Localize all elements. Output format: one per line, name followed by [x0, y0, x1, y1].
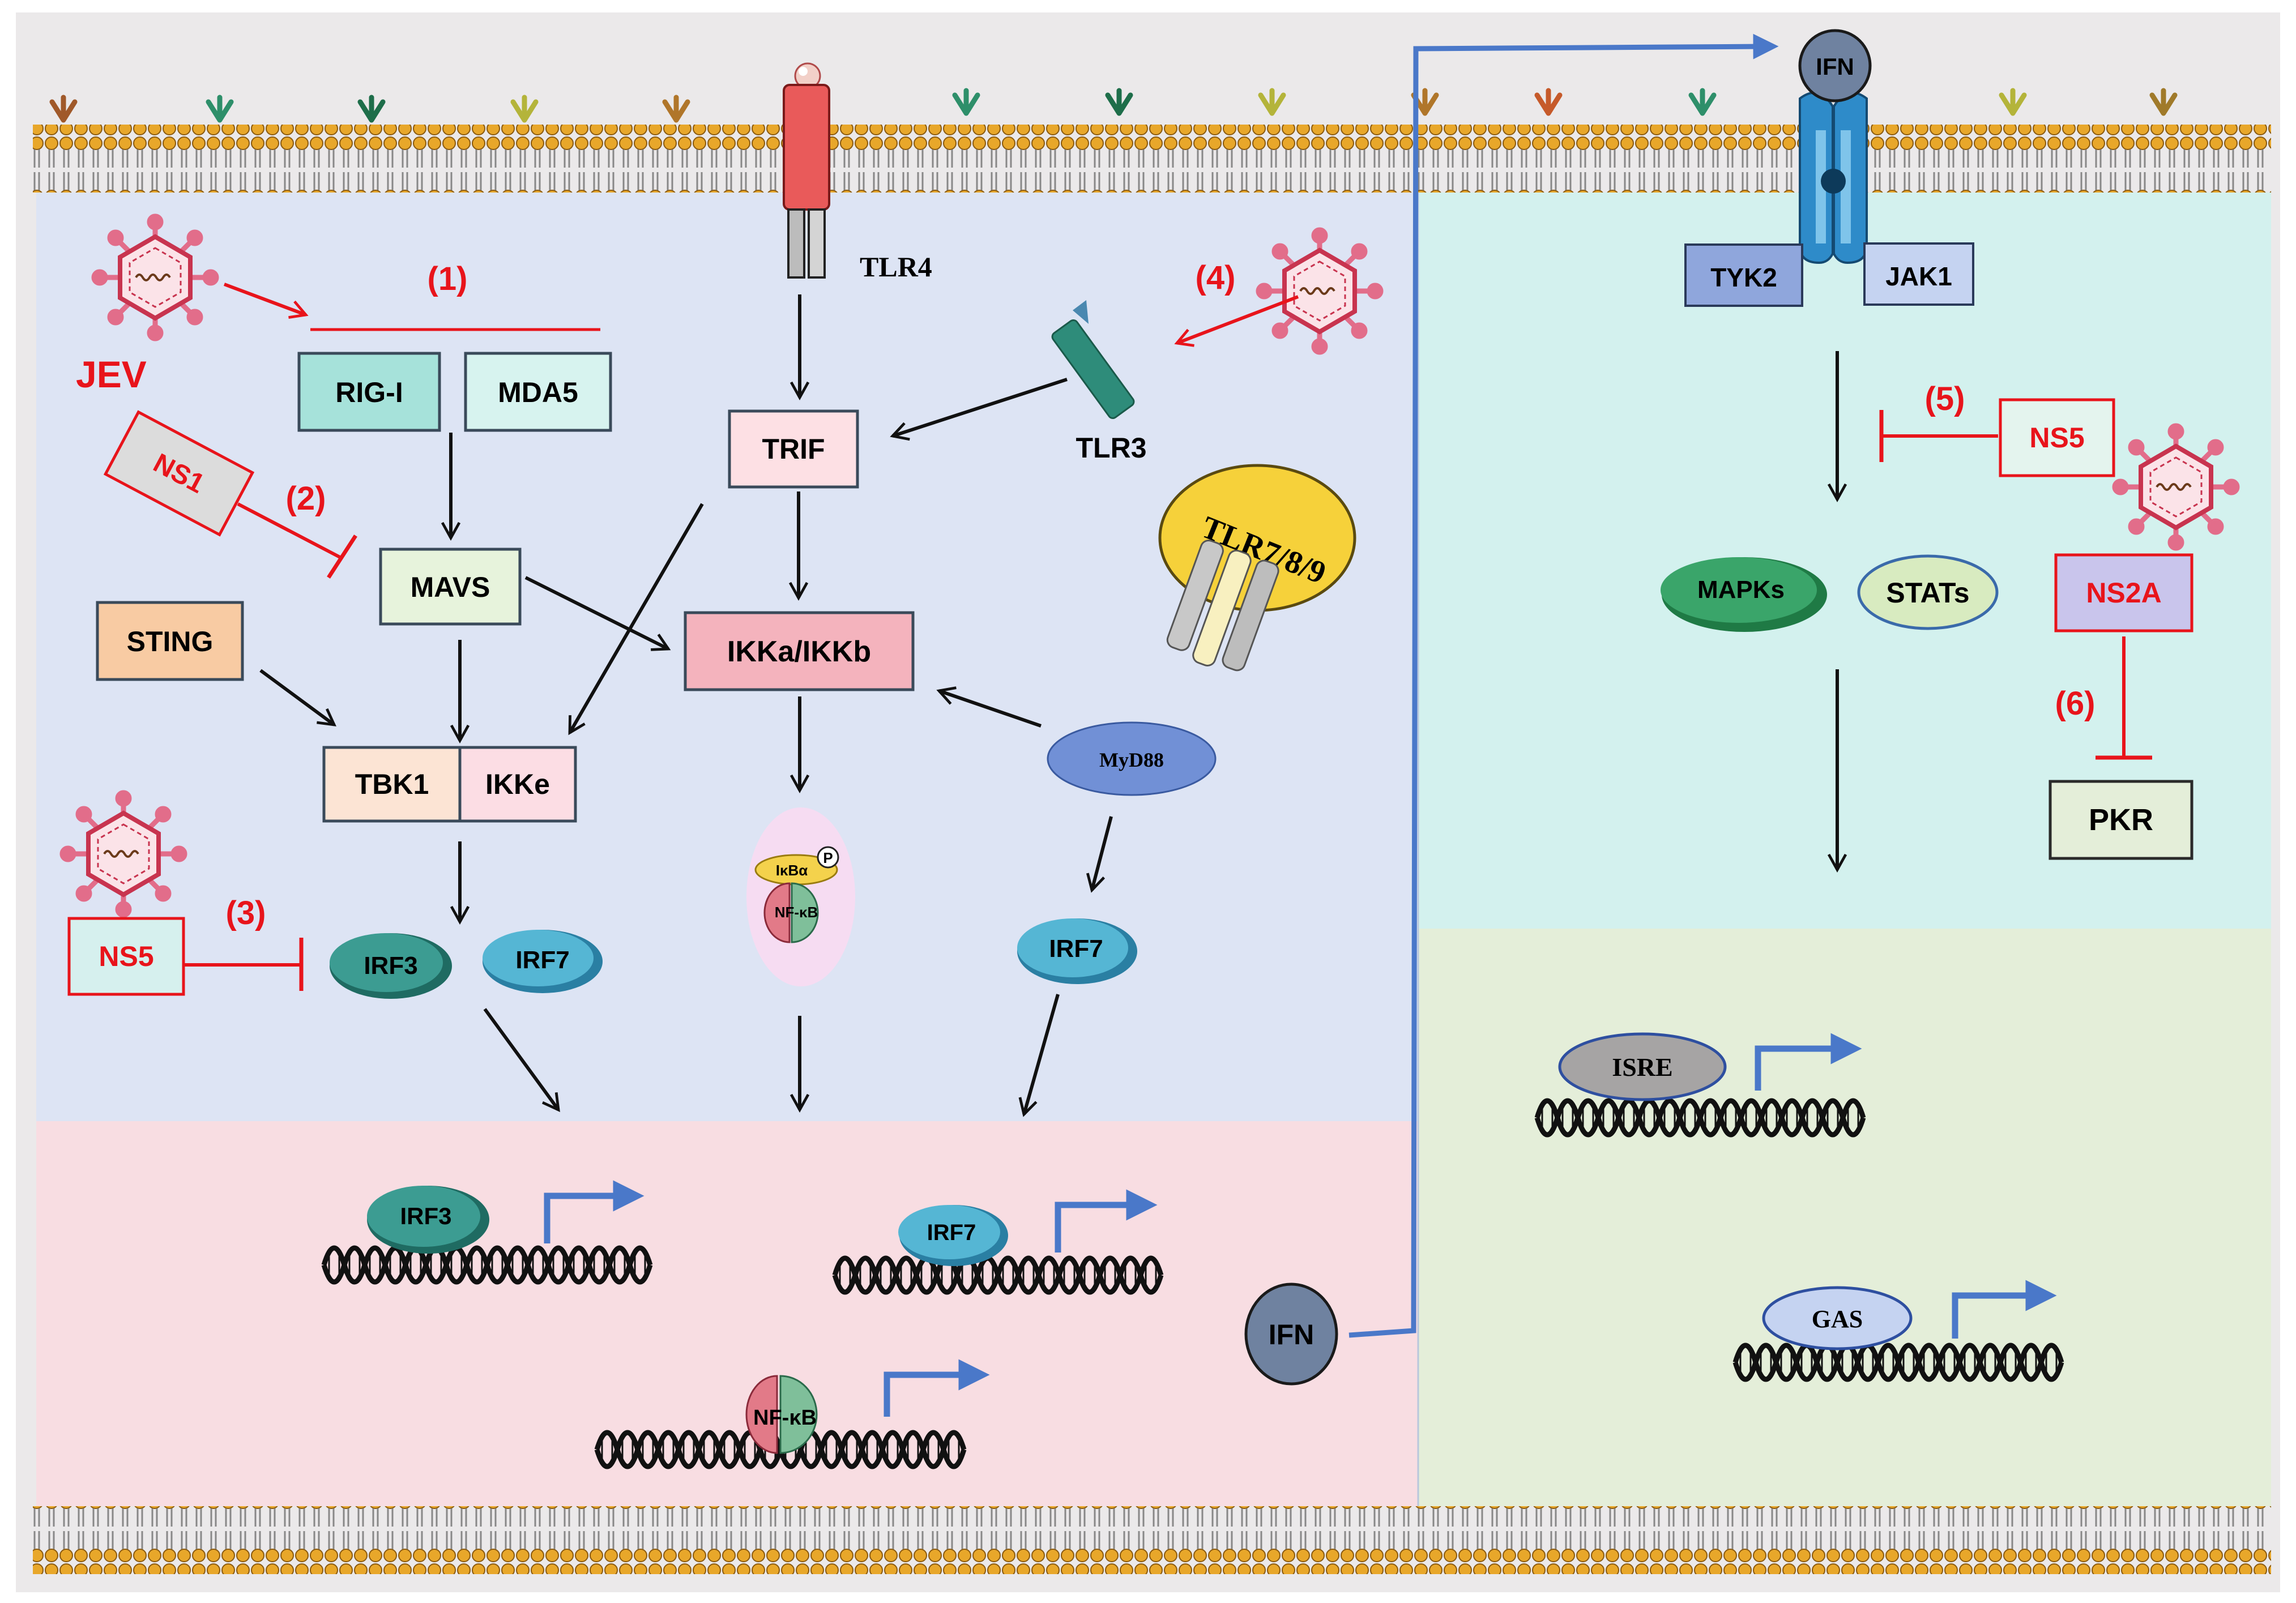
- nfkb-gene-module: NF-κB: [597, 1359, 990, 1467]
- irf7-to-nucleus-arrow: [1018, 994, 1060, 1117]
- trif-to-ikke-arrow: [568, 503, 704, 736]
- svg-text:P: P: [823, 849, 833, 866]
- sting-box: STING: [96, 601, 244, 681]
- membrane-bottom: [33, 1506, 2271, 1574]
- svg-text:RIG-I: RIG-I: [335, 377, 403, 408]
- ifn-secretion-arrow: [1348, 33, 1779, 1338]
- ns1-box: NS1: [103, 410, 255, 537]
- myd88-node: MyD88: [1047, 721, 1217, 796]
- irf7-node-left: IRF7: [483, 930, 603, 993]
- jev-label: JEV: [76, 353, 147, 395]
- ikke-label: IKKe: [485, 768, 550, 800]
- svg-text:JAK1: JAK1: [1885, 262, 1952, 291]
- promoter-arrow-icon: [1055, 1189, 1158, 1253]
- sting-to-tbk1-arrow: [259, 669, 336, 726]
- virus-icon: [1258, 230, 1381, 352]
- gas-label: GAS: [1812, 1305, 1863, 1333]
- nucleus-left: [36, 1121, 1418, 1506]
- promoter-arrow-icon: [1952, 1280, 2057, 1339]
- step-4-label: (4): [1196, 259, 1236, 296]
- svg-text:MAPKs: MAPKs: [1697, 576, 1785, 604]
- plasma-membrane-top: [33, 125, 2271, 193]
- svg-text:IRF7: IRF7: [515, 946, 569, 974]
- promoter-arrow-icon: [544, 1180, 645, 1243]
- svg-text:MyD88: MyD88: [1099, 749, 1164, 771]
- tlr4-receptor: [783, 62, 830, 279]
- irf7-node-right: IRF7: [1017, 918, 1137, 984]
- pkr-box: PKR: [2049, 780, 2193, 860]
- svg-text:IKKa/IKKb: IKKa/IKKb: [727, 635, 871, 668]
- tbk1-ikke-complex: TBK1 IKKe: [322, 746, 577, 823]
- svg-text:NF-κB: NF-κB: [775, 904, 818, 921]
- ns2a-box: NS2A: [2054, 553, 2193, 632]
- nucleus-irf7-label: IRF7: [927, 1220, 976, 1245]
- myd88-to-irf7-arrow: [1086, 816, 1113, 893]
- isre-gene-module: ISRE: [1537, 1032, 1863, 1135]
- step-3-label: (3): [226, 895, 266, 931]
- rig-i-box: RIG-I: [297, 352, 441, 432]
- irf7-gene-module: IRF7: [835, 1189, 1161, 1292]
- isre-label: ISRE: [1612, 1053, 1672, 1082]
- svg-text:MDA5: MDA5: [498, 377, 578, 408]
- ifn-output-node: IFN: [1244, 1283, 1338, 1386]
- virus-icon: [62, 793, 185, 915]
- tlr4-label: TLR4: [860, 251, 932, 283]
- nucleus-nfkb-label: NF-κB: [753, 1406, 817, 1430]
- virus-to-tlr3-arrow: [1174, 295, 1299, 347]
- svg-text:MAVS: MAVS: [411, 571, 490, 603]
- jev-to-rig-arrow: [223, 283, 309, 319]
- svg-text:STATs: STATs: [1886, 577, 1969, 609]
- virus-icon: [2115, 426, 2237, 548]
- gas-gene-module: GAS: [1735, 1280, 2062, 1379]
- mapks-node: MAPKs: [1661, 557, 1827, 632]
- svg-text:TYK2: TYK2: [1710, 263, 1777, 292]
- step-1-label: (1): [428, 260, 468, 297]
- nucleus-irf3-label: IRF3: [400, 1203, 451, 1229]
- ns1-inhibition-line: [237, 502, 343, 560]
- ifn-receptor: IFN: [1798, 29, 1872, 264]
- mavs-box: MAVS: [379, 548, 522, 626]
- ifn-receptor-label: IFN: [1816, 53, 1854, 80]
- step-2-label: (2): [286, 480, 326, 517]
- svg-text:IRF7: IRF7: [1049, 935, 1103, 963]
- jak1-box: JAK1: [1863, 242, 1974, 306]
- svg-text:IκBα: IκBα: [776, 862, 808, 879]
- myd88-to-ikk-arrow: [936, 686, 1042, 728]
- ikba-nfkb-complex: IκBα P NF-κB: [746, 807, 855, 986]
- tbk1-label: TBK1: [355, 768, 429, 800]
- promoter-arrow-icon: [884, 1359, 990, 1417]
- irf3-gene-module: IRF3: [324, 1180, 650, 1282]
- irf-to-nucleus-arrow: [483, 1008, 560, 1112]
- svg-text:NS2A: NS2A: [2086, 577, 2161, 609]
- ikk-box: IKKa/IKKb: [684, 611, 915, 691]
- step-6-label: (6): [2055, 685, 2096, 722]
- svg-text:NS5: NS5: [2029, 422, 2084, 454]
- virus-icon: [94, 216, 216, 339]
- svg-text:IRF3: IRF3: [364, 952, 417, 980]
- nucleus-right: [1418, 929, 2271, 1506]
- tlr3-receptor: [1051, 300, 1135, 420]
- tlr3-label: TLR3: [1076, 432, 1147, 464]
- irf3-node: IRF3: [330, 933, 452, 999]
- trif-box: TRIF: [728, 409, 859, 489]
- mda5-box: MDA5: [464, 352, 612, 432]
- tlr789-receptor: TLR7/8/9: [1158, 464, 1356, 672]
- tyk2-box: TYK2: [1684, 243, 1803, 307]
- svg-text:TRIF: TRIF: [762, 433, 825, 465]
- svg-text:NS5: NS5: [99, 941, 153, 972]
- step-5-label: (5): [1925, 381, 1965, 417]
- promoter-arrow-icon: [1755, 1033, 1862, 1091]
- svg-text:PKR: PKR: [2089, 803, 2153, 837]
- ns5-right-box: NS5: [1999, 398, 2115, 477]
- svg-text:STING: STING: [127, 626, 214, 657]
- mavs-to-ikk-arrow: [524, 576, 671, 651]
- svg-text:IFN: IFN: [1269, 1319, 1315, 1350]
- stats-node: STATs: [1857, 554, 1999, 630]
- ns5-left-box: NS5: [67, 917, 185, 996]
- tlr3-to-trif-arrow: [890, 378, 1068, 441]
